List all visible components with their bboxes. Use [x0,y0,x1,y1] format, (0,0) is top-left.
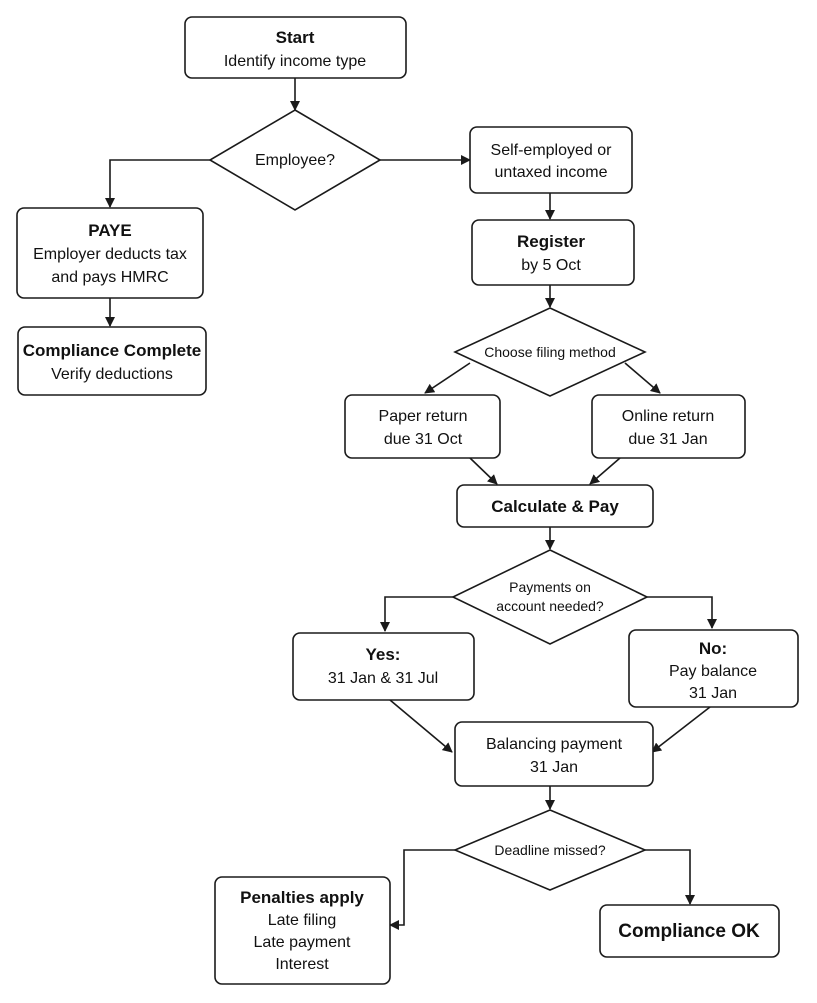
edge-employee-paye [105,159,210,208]
payments-diamond [451,549,649,645]
yes-subtitle: 31 Jan & 31 Jul [328,670,438,687]
edge-yes-balancing [389,699,453,753]
compliance-complete-title: Compliance Complete [23,341,202,360]
node-paye: PAYE Employer deducts tax and pays HMRC [16,207,204,299]
node-yes: Yes: 31 Jan & 31 Jul [292,632,475,701]
start-subtitle: Identify income type [224,53,366,70]
paper-return-line1: Paper return [379,408,468,425]
no-title: No: [699,639,727,658]
online-return-line2: due 31 Jan [628,431,707,448]
node-penalties: Penalties apply Late filing Late payment… [214,876,391,985]
balancing-payment-line2: 31 Jan [530,759,578,776]
register-box [471,219,635,286]
edge-no-balancing [651,706,711,753]
register-title: Register [517,232,585,251]
node-employee-decision: Employee? [208,109,382,211]
compliance-complete-box [17,326,207,396]
node-payments-decision: Payments on account needed? [451,549,649,645]
start-box [184,16,407,79]
compliance-ok-box [599,904,780,958]
online-return-line1: Online return [622,408,715,425]
start-title: Start [276,28,315,47]
node-calculate-pay: Calculate & Pay [456,484,654,528]
edge-deadline-penalties [389,849,455,930]
yes-title: Yes: [366,645,401,664]
node-online-return: Online return due 31 Jan [591,394,746,459]
node-compliance-ok: Compliance OK [599,904,780,958]
deadline-label: Deadline missed? [494,842,605,858]
register-subtitle: by 5 Oct [521,257,581,274]
node-self-employed: Self-employed or untaxed income [469,126,633,194]
edges [105,78,717,930]
edge-filing-paper [424,362,471,394]
self-employed-line1: Self-employed or [491,142,613,159]
edge-payments-yes [380,596,453,632]
penalties-line1: Late filing [268,912,337,929]
paper-return-line2: due 31 Oct [384,431,463,448]
node-paper-return: Paper return due 31 Oct [344,394,501,459]
node-balancing-payment: Balancing payment 31 Jan [454,721,654,787]
penalties-box [214,876,391,985]
calculate-pay-label: Calculate & Pay [491,497,619,516]
node-filing-method-decision: Choose filing method [453,307,647,397]
no-box [628,629,799,708]
balancing-payment-line1: Balancing payment [486,736,623,753]
no-line1: Pay balance [669,663,757,680]
paye-line2: and pays HMRC [51,269,168,286]
penalties-line3: Interest [275,956,329,973]
edge-deadline-ok [645,849,695,905]
balancing-payment-box [454,721,654,787]
node-deadline-decision: Deadline missed? [452,809,648,891]
employee-diamond [208,109,382,211]
no-line2: 31 Jan [689,685,737,702]
self-employed-line2: untaxed income [495,164,608,181]
penalties-line2: Late payment [254,934,352,951]
node-no: No: Pay balance 31 Jan [628,629,799,708]
paye-box [16,207,204,299]
edge-payments-no [647,596,717,629]
compliance-ok-label: Compliance OK [618,921,760,942]
edge-online-calc [589,457,621,485]
penalties-title: Penalties apply [240,888,364,907]
node-register: Register by 5 Oct [471,219,635,286]
payments-line1: Payments on [509,579,591,595]
filing-method-label: Choose filing method [484,344,616,360]
employee-label: Employee? [255,152,335,169]
paye-title: PAYE [88,221,131,240]
paper-return-box [344,394,501,459]
self-employed-box [469,126,633,194]
compliance-complete-subtitle: Verify deductions [51,366,173,383]
online-return-box [591,394,746,459]
filing-method-diamond [453,307,647,397]
paye-line1: Employer deducts tax [33,246,187,263]
deadline-diamond [452,809,648,891]
edge-paper-calc [469,457,498,485]
edge-filing-online [624,362,661,394]
calculate-pay-box [456,484,654,528]
payments-line2: account needed? [496,598,604,614]
yes-box [292,632,475,701]
node-compliance-complete: Compliance Complete Verify deductions [17,326,207,396]
node-start: Start Identify income type [184,16,407,79]
